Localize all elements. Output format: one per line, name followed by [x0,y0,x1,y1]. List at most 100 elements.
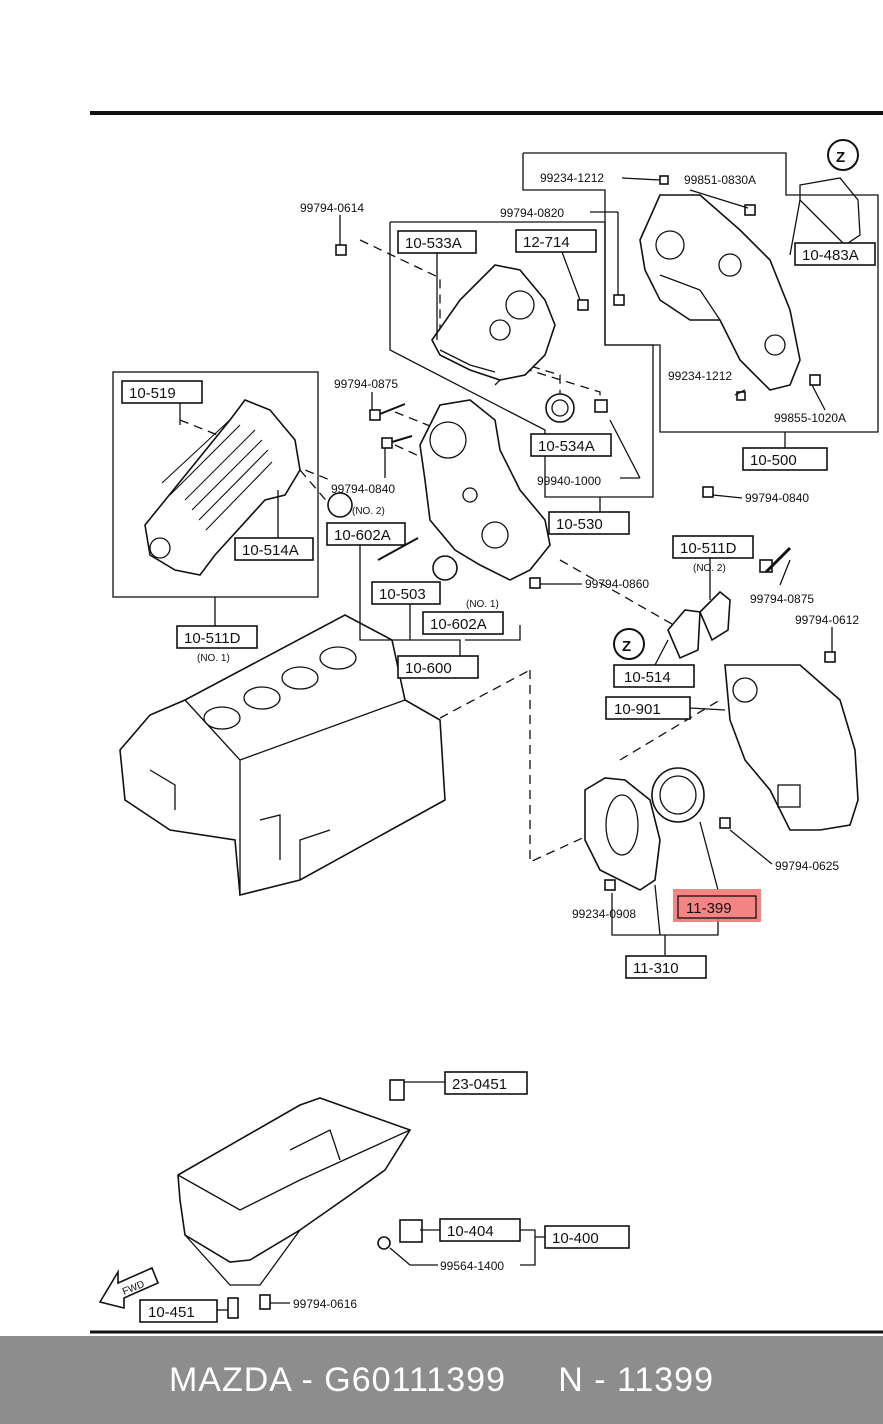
label-10-602A-b[interactable]: 10-602A [422,611,504,635]
label-10-483A[interactable]: 10-483A [794,242,876,266]
label-10-511D-no1[interactable]: 10-511D (NO. 1) [176,625,258,664]
svg-text:10-530: 10-530 [556,516,603,533]
svg-text:10-500: 10-500 [750,452,797,469]
pn-99794-0875-b[interactable]: 99794-0875 [750,592,814,606]
svg-text:10-600: 10-600 [405,660,452,677]
label-23-0451[interactable]: 23-0451 [444,1071,528,1095]
oil-seal [651,767,705,823]
frame-10-530 [389,221,654,498]
pn-99855-1020A[interactable]: 99855-1020A [774,411,846,425]
label-10-602A-a[interactable]: 10-602A [326,522,406,546]
pn-99794-0840-b[interactable]: 99794-0840 [745,491,809,505]
label-10-519[interactable]: 10-519 [121,380,203,404]
svg-text:11-399: 11-399 [686,900,732,917]
dash-2 [444,339,561,395]
label-10-514A[interactable]: 10-514A [234,537,314,561]
label-10-514[interactable]: 10-514 [613,664,695,688]
label-10-400[interactable]: 10-400 [544,1225,630,1249]
timing-belt-cover [144,399,301,576]
label-10-511D-no2[interactable]: 10-511D (NO. 2) [672,535,754,574]
label-10-503[interactable]: 10-503 [371,581,441,605]
svg-text:10-602A: 10-602A [334,527,391,544]
gasket-10-514 [667,609,701,660]
seal-10-602A-no2 [327,492,353,518]
pn-99794-0612[interactable]: 99794-0612 [795,613,859,627]
pn-99234-1212-a[interactable]: 99234-1212 [540,171,604,185]
dash-7 [529,670,601,864]
front-case [419,399,551,581]
front-seal [545,393,575,423]
note-no2-a: (NO. 2) [352,506,385,517]
plate-10-511D-no2 [699,590,731,642]
svg-text:11-310: 11-310 [633,960,679,977]
oil-pan [177,1097,412,1286]
label-10-534A[interactable]: 10-534A [530,433,612,457]
leader-lines [179,177,833,1311]
label-12-714[interactable]: 12-714 [515,229,597,253]
label-10-451[interactable]: 10-451 [139,1299,218,1323]
dash-1 [359,239,441,350]
label-10-533A[interactable]: 10-533A [397,230,477,254]
label-10-404[interactable]: 10-404 [439,1218,521,1242]
dash-10 [299,469,331,506]
parts-diagram: FWD Z Z [90,111,883,1334]
pan-bolt-2 [259,1294,271,1310]
svg-text:10-514A: 10-514A [242,542,299,559]
svg-text:10-511D: 10-511D [680,540,737,557]
pn-99234-0908[interactable]: 99234-0908 [572,907,636,921]
pin-10-503 [377,537,419,561]
pn-99794-0614[interactable]: 99794-0614 [300,201,364,215]
svg-text:10-511D: 10-511D [184,630,241,647]
drain-washer [377,1236,391,1250]
dash-9 [559,559,701,641]
pn-99940-1000[interactable]: 99940-1000 [537,474,601,488]
dash-11 [619,699,721,761]
svg-text:10-404: 10-404 [447,1223,494,1240]
highlight-box [673,889,761,922]
z-marker-top: Z [827,139,859,171]
pn-99794-0820[interactable]: 99794-0820 [500,206,564,220]
drain-plug [399,1219,423,1243]
bolts [335,175,836,891]
pn-99794-0840-a[interactable]: 99794-0840 [331,482,395,496]
svg-text:10-519: 10-519 [129,385,176,402]
svg-text:10-514: 10-514 [624,669,671,686]
svg-text:(NO. 1): (NO. 1) [197,653,230,664]
svg-text:10-400: 10-400 [552,1230,599,1247]
front-cover [639,194,801,391]
svg-text:12-714: 12-714 [523,234,570,251]
label-10-901[interactable]: 10-901 [605,696,691,720]
dash-8 [439,669,531,719]
footer-bar: MAZDA - G60111399 N - 11399 [0,1336,883,1424]
label-10-600[interactable]: 10-600 [397,655,479,679]
rear-timing-cover [431,264,556,386]
pn-99794-0860[interactable]: 99794-0860 [585,577,649,591]
seal-10-602A-no1 [432,555,458,581]
pn-99794-0625[interactable]: 99794-0625 [775,859,839,873]
svg-text:10-483A: 10-483A [802,247,859,264]
label-11-399-highlighted[interactable]: 11-399 [673,889,761,922]
svg-text:10-901: 10-901 [614,701,661,718]
svg-text:10-534A: 10-534A [538,438,595,455]
engine-block [119,614,446,897]
label-10-530[interactable]: 10-530 [548,511,630,535]
svg-text:10-533A: 10-533A [405,235,462,252]
gasket-10-483A [799,177,861,246]
frame-10-500 [522,152,879,433]
pn-99851-0830A[interactable]: 99851-0830A [684,173,756,187]
pn-99794-0616[interactable]: 99794-0616 [293,1297,357,1311]
footer-part-number: MAZDA - G60111399 N - 11399 [168,1360,715,1399]
pn-99794-0875-a[interactable]: 99794-0875 [334,377,398,391]
label-11-310[interactable]: 11-310 [625,955,707,979]
pn-99234-1212-b[interactable]: 99234-1212 [668,369,732,383]
rear-plate [724,664,859,831]
note-no1-b: (NO. 1) [466,599,499,610]
svg-text:10-503: 10-503 [379,586,426,603]
z-marker-mid: Z [613,628,645,660]
svg-text:10-451: 10-451 [148,1304,195,1321]
svg-text:Z: Z [622,638,631,655]
pan-bolt-1 [227,1297,239,1319]
rear-seal-housing [584,777,661,891]
pn-99564-1400[interactable]: 99564-1400 [440,1259,504,1273]
label-10-500[interactable]: 10-500 [742,447,828,471]
